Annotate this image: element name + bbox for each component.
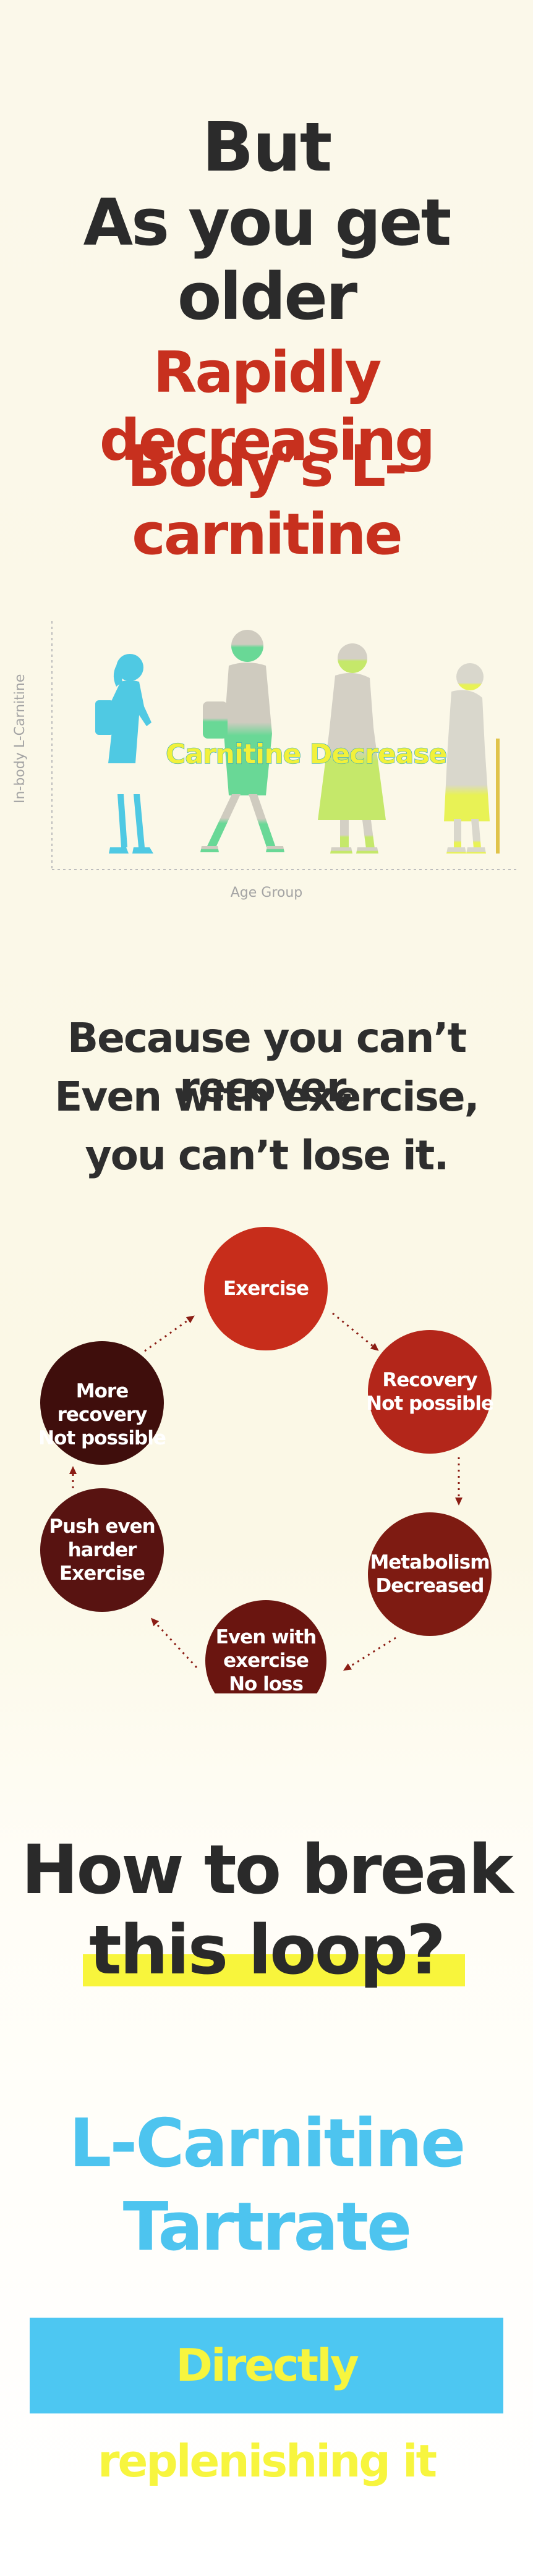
cycle-node-label-line: Metabolism [370,1551,490,1574]
cycle-node-label-line: Not possible [38,1427,166,1449]
figure-middle [200,630,284,852]
header-line-1: But [202,108,333,187]
cycle-arrow [343,1637,396,1671]
subheader-line-1: Rapidly decreasing [99,339,435,473]
cycle-arrow [150,1617,198,1669]
figure-older [318,643,386,854]
solution-line-2: Tartrate [122,2188,412,2266]
cycle-node-label-line: Exercise [59,1562,145,1585]
question-line-3: you can’t lose it. [85,1132,450,1179]
vicious-cycle-diagram [40,1227,492,1693]
cycle-node-label-line: Exercise [223,1277,309,1300]
loop-question-line-1: How to break [21,1830,514,1909]
chart-x-axis-label: Age Group [230,885,303,900]
cycle-node-label-line: Not possible [366,1392,494,1415]
cycle-node-circle [368,1512,492,1636]
cycle-node-label-line: No loss [229,1673,304,1695]
solution-banner-text: Directly replenishing it [97,2339,437,2487]
carnitine-aging-illustration [51,621,519,870]
solution-banner [30,2318,503,2413]
cycle-node-label: Exercise [201,1277,331,1300]
solution-line-1: L-Carnitine [69,2105,466,2182]
loop-question-line-2: this loop? [83,1910,465,1989]
cycle-node-label-line: Even with [215,1626,317,1648]
cycle-node-circle [40,1488,164,1612]
header-line-2: As you get older [83,185,452,334]
question-line-2: Even with exercise, [54,1073,479,1121]
cycle-node-label-line: exercise [223,1650,309,1672]
cycle-arrows [69,1312,463,1671]
cycle-node-label-line: Decreased [375,1575,484,1597]
chart-y-axis-label: In-body L-Carnitine [12,674,28,803]
cycle-node-circle [40,1341,164,1465]
cycle-node-circle [205,1600,326,1693]
carnitine-decrease-label: Carnitine Decrease [165,738,448,770]
loop-question-line-2-wrap: this loop? [0,1910,533,1990]
cycle-node-label-line: More recovery [57,1380,148,1426]
cycle-node-label-line: Push even [49,1515,155,1538]
question-line-1: Because you can’t recover, [67,1014,467,1111]
cycle-arrow [332,1312,379,1351]
cycle-circles [40,1227,492,1693]
figure-elder [444,663,500,854]
cycle-node-circle [368,1330,492,1454]
cycle-node-circle [204,1227,328,1350]
cycle-node-label-line: harder [67,1539,137,1561]
cycle-node-label-line: Recovery [382,1369,477,1391]
subheader-line-2: Body’s L-carnitine [127,433,408,567]
figure-young [95,654,153,854]
cycle-arrow [144,1315,195,1352]
